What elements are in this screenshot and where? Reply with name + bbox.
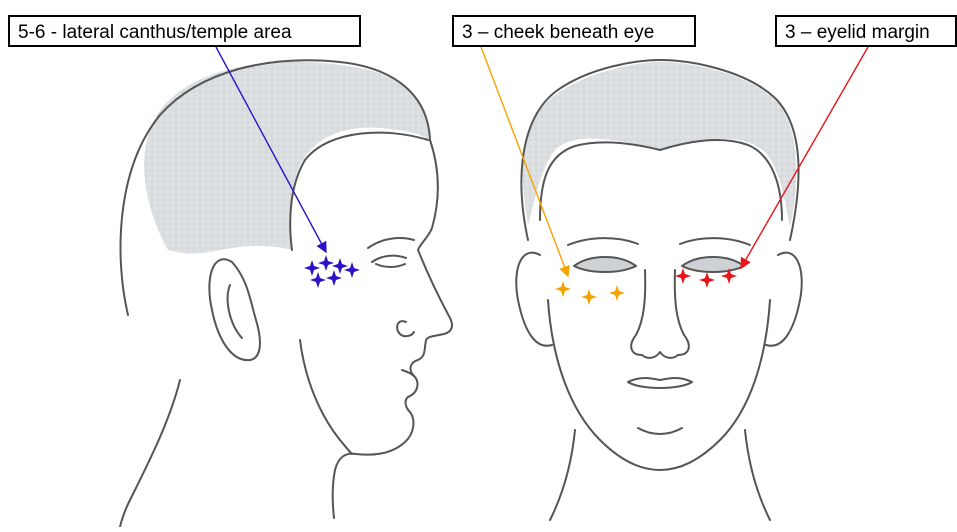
front-brow-right [680, 238, 750, 245]
sparkle-marker [609, 285, 625, 301]
sparkle-marker [675, 268, 691, 284]
profile-neck-back [120, 380, 180, 527]
profile-ear-inner [228, 285, 242, 338]
sparkle-marker [344, 262, 360, 278]
temple-label: 5-6 - lateral canthus/temple area [8, 15, 361, 47]
front-brow-left [568, 238, 638, 245]
eyelid-arrow [741, 47, 868, 268]
front-jaw [548, 300, 770, 470]
front-neck-left [550, 430, 575, 520]
profile-hairline [290, 133, 428, 250]
sparkle-marker [581, 289, 597, 305]
profile-nostril [397, 321, 414, 336]
sparkle-marker [699, 272, 715, 288]
front-eye-left [574, 257, 636, 272]
front-neck-right [745, 430, 770, 520]
cheek-markers [555, 281, 625, 305]
profile-brow [368, 238, 414, 248]
sparkle-marker [555, 281, 571, 297]
cheek-arrow [481, 47, 568, 276]
profile-jaw [300, 340, 352, 454]
temple-markers [304, 255, 360, 288]
profile-hair [144, 62, 428, 254]
eyelid-label: 3 – eyelid margin [775, 15, 957, 47]
front-hairline [540, 140, 782, 220]
sparkle-marker [318, 255, 334, 271]
profile-ear [209, 259, 260, 360]
cheek-label: 3 – cheek beneath eye [452, 15, 696, 47]
profile-head [120, 60, 452, 527]
front-ear-right [766, 253, 802, 346]
profile-face-outline [333, 140, 452, 518]
front-mouth [628, 378, 692, 388]
profile-eye [372, 256, 406, 267]
front-ear-left [516, 253, 552, 346]
front-nose [631, 270, 689, 358]
front-chin [638, 428, 682, 434]
front-eye-right [682, 257, 744, 272]
